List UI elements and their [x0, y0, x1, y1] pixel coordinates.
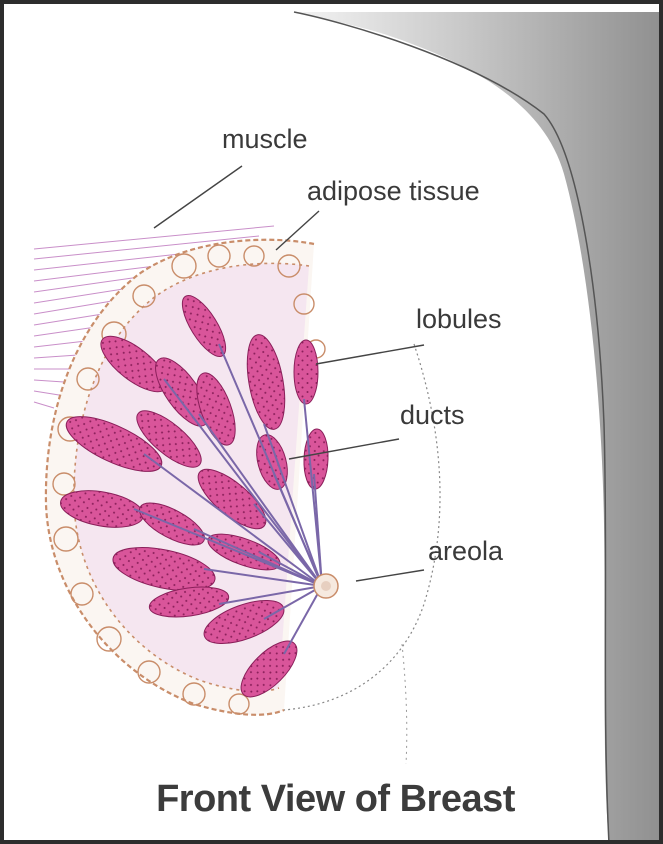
areola-leader — [356, 570, 424, 581]
muscle-leader — [154, 166, 242, 228]
nipple — [321, 581, 331, 591]
label-areola: areola — [428, 538, 503, 565]
body-shadow — [294, 12, 663, 844]
torso-line — [402, 644, 407, 764]
label-muscle: muscle — [222, 126, 308, 153]
label-ducts: ducts — [400, 402, 465, 429]
diagram-caption: Front View of Breast — [4, 780, 663, 818]
breast-illustration — [4, 4, 663, 844]
label-adipose-tissue: adipose tissue — [307, 178, 480, 205]
lobules-leader — [316, 345, 424, 364]
label-lobules: lobules — [416, 306, 502, 333]
